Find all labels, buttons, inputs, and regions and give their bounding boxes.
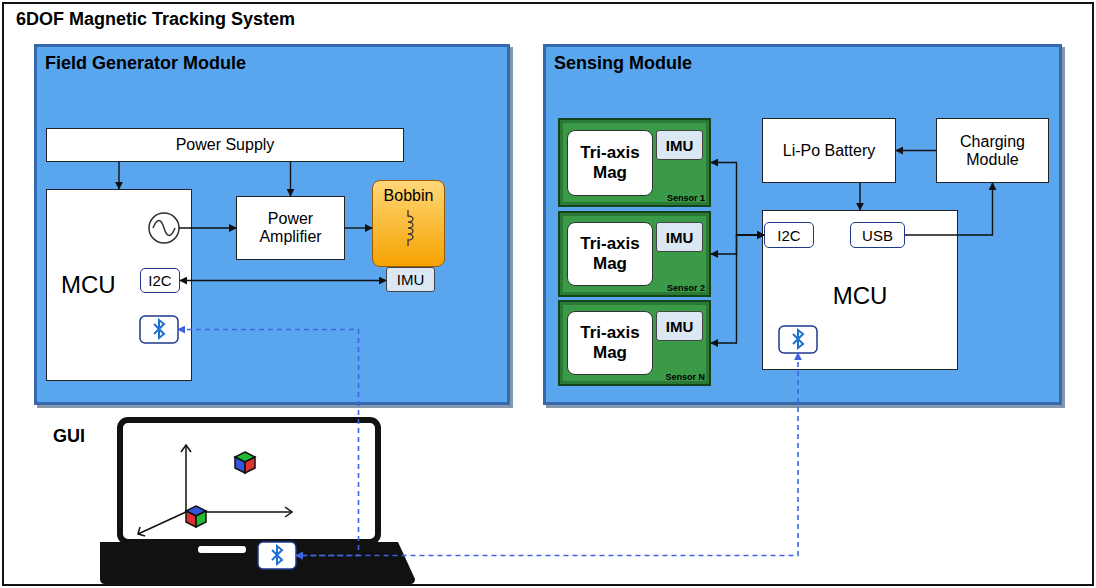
process-box: Li-Po Battery [762,118,896,183]
node-label: MCU [61,271,116,299]
node-label: USB [862,227,893,244]
imu-box: IMU [656,311,703,341]
port-box: USB [850,222,905,248]
node-label: MCU [833,282,888,310]
mcu-box: MCU I2C USB [762,210,958,370]
magnetometer-box: Tri-axis Mag [567,130,653,196]
node-label: Sensing Module [554,53,1051,74]
node-label: Charging Module [941,133,1044,169]
node-label: Tri-axis Mag [570,323,650,363]
node-label: IMU [666,318,694,335]
node-label: IMU [666,137,694,154]
imu-box: IMU [656,130,703,160]
node-label: Tri-axis Mag [570,234,650,274]
port-box: I2C [140,268,180,293]
module-panel: Field Generator ModulePower SupplyMCU I2C… [34,44,510,405]
node-label: Power Supply [176,136,275,154]
imu-box: IMU [386,267,435,292]
node-label: Field Generator Module [45,53,499,74]
process-box: Power Amplifier [236,196,345,260]
node-label: Sensor 2 [667,283,705,293]
magnetometer-box: Tri-axis Mag [567,222,653,286]
sensor-board: Sensor 2 Tri-axis Mag IMU [558,211,711,297]
port-box: I2C [764,222,814,248]
node-label: GUI [53,426,400,447]
gui-laptop: GUI [40,412,400,586]
imu-box: IMU [656,222,703,252]
coil-bobbin: Bobbin [372,180,445,267]
node-label: Tri-axis Mag [570,143,650,183]
node-label: IMU [397,271,425,288]
node-label: I2C [148,272,171,289]
process-box: Charging Module [936,118,1049,183]
node-label: Sensor 1 [667,193,705,203]
mcu-box: MCU I2C [46,189,192,381]
node-label: Bobbin [384,187,434,205]
node-label: Power Amplifier [241,210,340,246]
node-label: 6DOF Magnetic Tracking System [16,9,1080,30]
process-box: Power Supply [46,128,404,162]
node-label: I2C [777,227,800,244]
module-panel: Sensing ModuleSensor 1Tri-axis MagIMUSen… [543,44,1062,405]
sensor-board: Sensor N Tri-axis Mag IMU [558,300,711,386]
magnetometer-box: Tri-axis Mag [567,311,653,375]
sensor-board: Sensor 1 Tri-axis Mag IMU [558,118,711,207]
node-label: Sensor N [665,372,705,382]
node-label: IMU [666,229,694,246]
node-label: Li-Po Battery [783,142,875,160]
